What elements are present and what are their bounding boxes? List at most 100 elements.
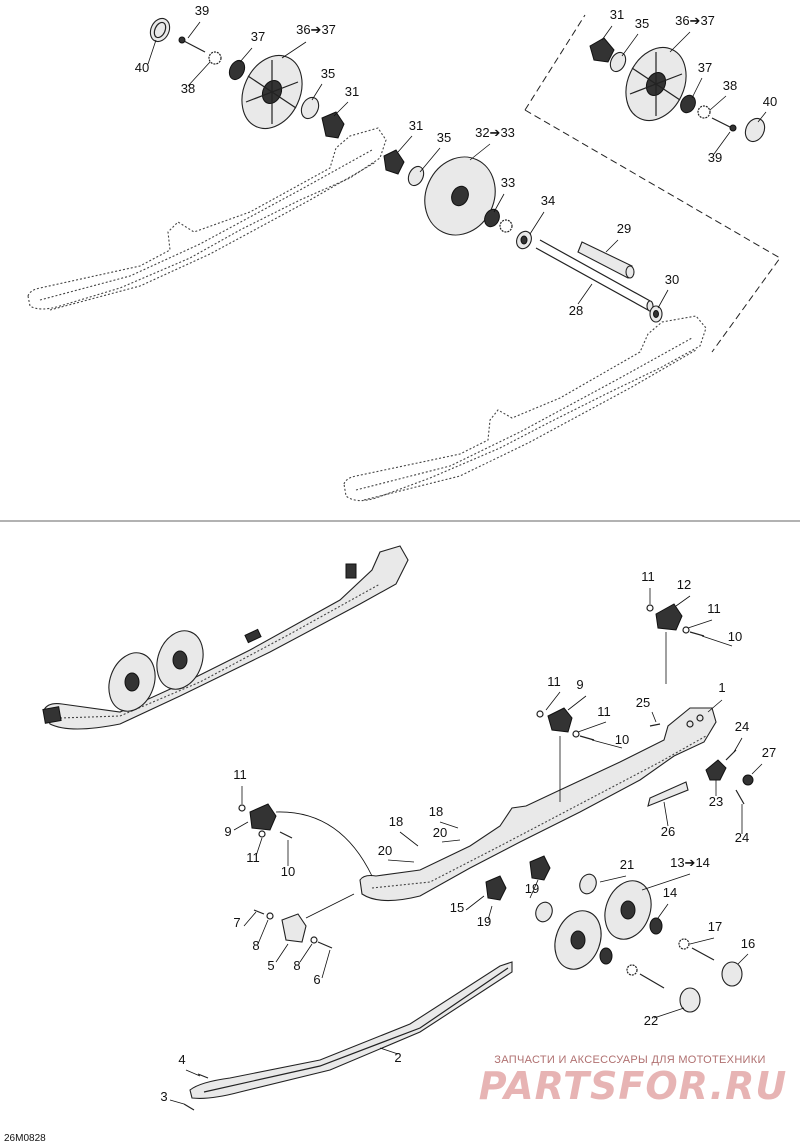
washer-11-b	[682, 626, 690, 634]
screw-39-right	[711, 117, 733, 129]
lower-leaders	[169, 588, 763, 1105]
callout-label: 33	[501, 175, 515, 190]
assembled-rail-body	[43, 545, 409, 730]
wheel-13-bottom-hub	[570, 930, 586, 950]
axle-group	[535, 239, 663, 323]
screw-10-b	[579, 735, 595, 741]
assembled-rail	[42, 545, 409, 730]
bracket-15b	[529, 855, 551, 881]
callout-label: 13➔14	[670, 855, 710, 870]
callout-label: 38	[181, 81, 195, 96]
diagram-code: 26M0828	[4, 1133, 46, 1144]
upper-center-wheel-group	[383, 149, 532, 250]
callout-label: 29	[617, 221, 631, 236]
slider-strip-2-groove	[203, 967, 509, 1093]
slider-5-arrow	[305, 893, 355, 919]
callout-label: 11	[707, 601, 721, 616]
callout-label: 20	[433, 825, 447, 840]
rail-1-hole-a	[686, 720, 694, 728]
bracket-31-right	[589, 37, 615, 63]
callout-label: 34	[541, 193, 555, 208]
callout-label: 9	[224, 824, 231, 839]
cap-16	[721, 961, 743, 987]
screw-16-b	[639, 973, 665, 989]
screw-39-head	[178, 36, 186, 44]
left-rail	[27, 127, 387, 311]
slider-5-group	[253, 893, 355, 949]
screw-6	[317, 941, 333, 949]
bearing-14-a	[649, 917, 663, 935]
callout-label: 11	[597, 704, 611, 719]
slider-12-group	[646, 603, 705, 684]
wheel-36-right-spokes	[629, 52, 683, 116]
callout-label: 20	[378, 843, 392, 858]
callout-label: 5	[267, 958, 274, 973]
callout-label: 28	[569, 303, 583, 318]
ring-17	[678, 938, 690, 950]
callout-label: 18	[429, 804, 443, 819]
assembled-rail-end-block	[42, 706, 62, 724]
callout-label: 2	[394, 1050, 401, 1065]
bearing-37-left	[228, 59, 246, 81]
callout-label: 35	[437, 130, 451, 145]
callout-label: 39	[708, 150, 722, 165]
assembled-wheel-front-hub	[124, 672, 140, 692]
callout-label: 31	[409, 118, 423, 133]
upper-assembly	[27, 14, 781, 502]
dashed-boundary	[524, 14, 781, 353]
callout-label: 9	[576, 677, 583, 692]
callout-label: 10	[281, 864, 295, 879]
lower-assembly	[42, 545, 763, 1111]
slider-strip-2-body	[189, 961, 513, 1099]
callout-label: 37	[251, 29, 265, 44]
watermark-caption: ЗАПЧАСТИ И АКСЕССУАРЫ ДЛЯ МОТОТЕХНИКИ	[494, 1054, 766, 1066]
upper-right-wheel-group	[589, 37, 766, 143]
callout-label: 12	[677, 577, 691, 592]
bracket-23	[705, 759, 727, 781]
bearing-33-center	[484, 208, 500, 228]
washer-38-right	[697, 105, 711, 119]
cap-40-left-inner	[153, 21, 167, 39]
rail-1-hole-b	[696, 714, 704, 722]
callout-label: 3	[160, 1089, 167, 1104]
pin-25	[649, 723, 661, 727]
slider-9-mid	[547, 707, 573, 733]
slider-9-left-arrow	[275, 811, 373, 877]
callout-label: 11	[246, 850, 260, 865]
callout-label: 14	[663, 885, 677, 900]
callout-label: 37	[698, 60, 712, 75]
bracket-31-left	[321, 111, 345, 139]
callout-label: 31	[610, 7, 624, 22]
bracket-31-center	[383, 149, 405, 175]
callout-label: 19	[525, 881, 539, 896]
shaft-26	[647, 781, 689, 807]
washer-11-d	[572, 730, 580, 738]
spacer-35-left	[300, 96, 320, 120]
slider-strip-2	[183, 961, 513, 1111]
callout-label: 19	[477, 914, 491, 929]
washer-8-b	[310, 936, 318, 944]
slider-5	[281, 913, 307, 943]
callout-label: 25	[636, 695, 650, 710]
callout-label: 23	[709, 794, 723, 809]
callout-label: 11	[641, 569, 655, 584]
callout-label: 17	[708, 919, 722, 934]
assembled-slider-block	[244, 628, 262, 644]
callout-label: 10	[615, 732, 629, 747]
tube-29-end	[625, 265, 635, 279]
tube-29	[577, 241, 633, 279]
callout-label: 1	[718, 680, 725, 695]
callout-label: 32➔33	[475, 125, 515, 140]
callout-label: 15	[450, 900, 464, 915]
callout-label: 22	[644, 1013, 658, 1028]
callout-label: 31	[345, 84, 359, 99]
callout-label: 8	[252, 938, 259, 953]
callout-label: 24	[735, 719, 749, 734]
callout-label: 35	[635, 16, 649, 31]
callout-label: 40	[135, 60, 149, 75]
right-rail	[343, 315, 707, 502]
callout-label: 21	[620, 857, 634, 872]
spacer-35-right	[609, 51, 627, 73]
spacer-21b	[535, 901, 553, 923]
